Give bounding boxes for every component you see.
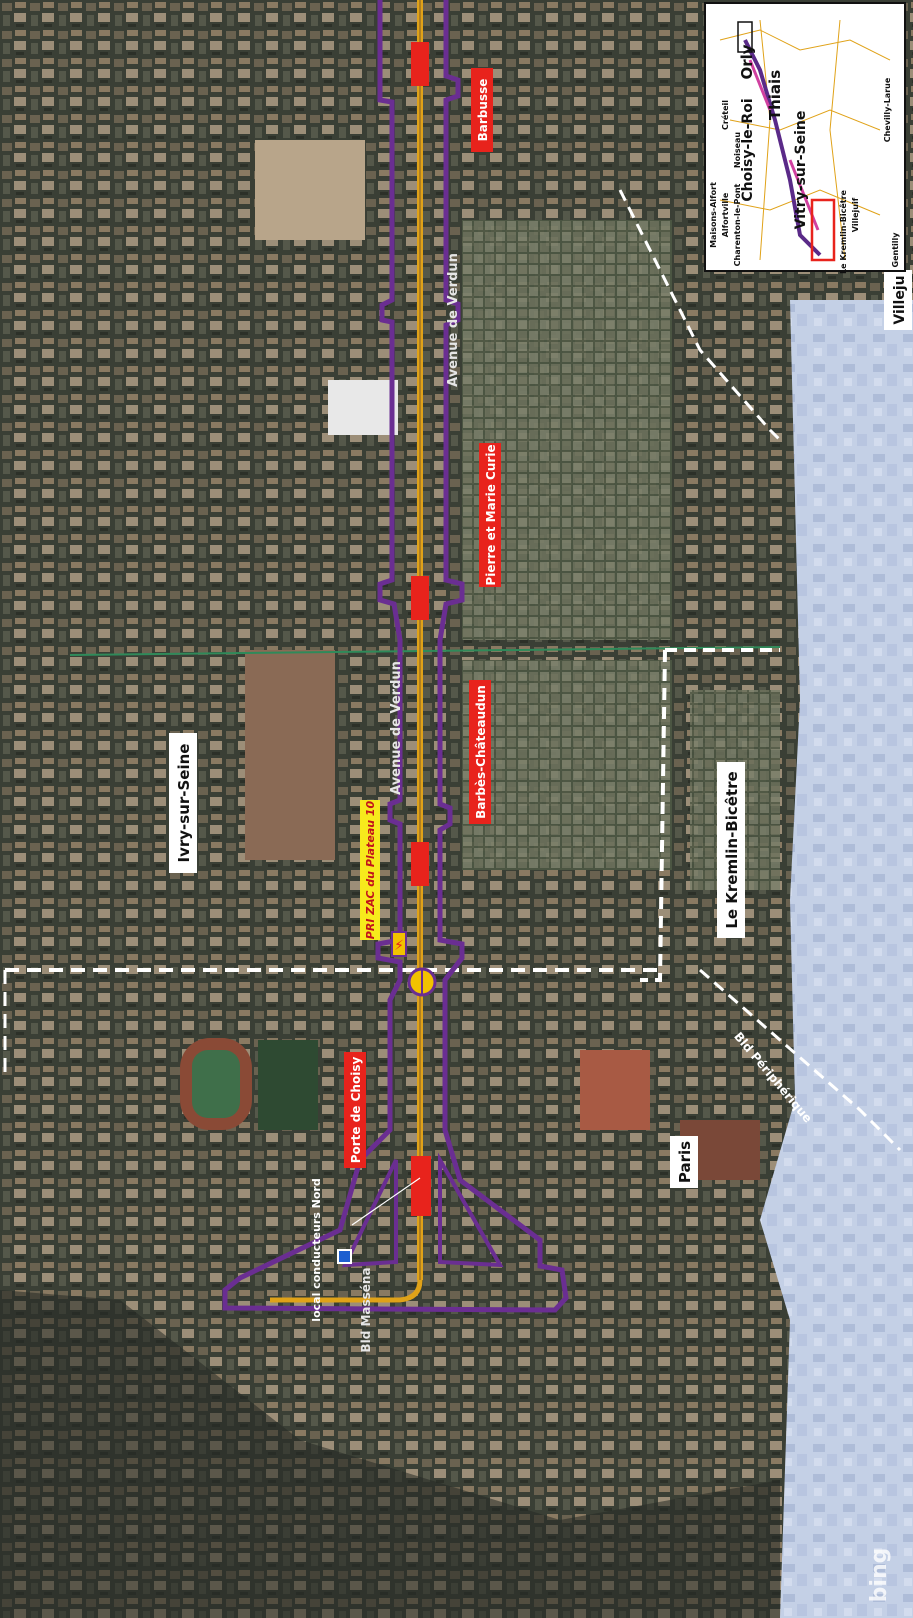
station-label-porte-choisy: Porte de Choisy: [349, 1057, 363, 1164]
commune-label-paris: Paris: [676, 1141, 694, 1183]
boundary-kremlin: [640, 648, 780, 982]
inset-route-highlight: [748, 59, 820, 231]
large-building-2: [328, 380, 398, 435]
inset-label-chevilly: Chevilly-Larue: [883, 77, 892, 142]
inset-label-vitry: Vitry-sur-Seine: [793, 111, 809, 230]
perimeter-triangle-right: [438, 1152, 504, 1268]
station-label-box-curie: [479, 443, 501, 587]
river-area: [760, 300, 913, 1618]
sports-field: [258, 1040, 318, 1130]
inset-label-kremlin: Le Kremlin-Bicêtre: [838, 189, 848, 273]
station-platform-curie: [411, 576, 429, 620]
street-label-verdun-south: Avenue de Verdun: [389, 661, 404, 795]
substation-icon: [391, 931, 407, 957]
station-label-barbes: Barbès-Châteaudun: [474, 685, 488, 819]
station-label-box-barbes: [469, 680, 491, 824]
lightning-icon: ⚡: [394, 938, 404, 954]
inset-label-orly: Orly: [738, 44, 756, 79]
factory-block: [245, 650, 335, 860]
red-roof-block-1: [580, 1050, 650, 1130]
commune-label-box-ivry: [169, 733, 197, 873]
commune-label-ivry: Ivry-sur-Seine: [175, 744, 193, 863]
commune-label-kremlin: Le Kremlin-Bicêtre: [723, 771, 741, 928]
stadium-field: [192, 1050, 240, 1118]
station-label-box-porte-choisy: [344, 1052, 366, 1168]
inset-label-alfortville: Alfortville: [721, 192, 730, 237]
street-label-verdun-north: Avenue de Verdun: [446, 253, 461, 387]
inset-label-charenton: Charenton-le-Pont: [733, 183, 742, 266]
inset-label-gentilly: Gentilly: [891, 232, 900, 268]
inset-label-maisons-alfort: Maisons-Alfort: [709, 182, 718, 248]
inset-label-noiseau: Noiseau: [733, 132, 742, 169]
depot-pointer: [351, 1177, 421, 1226]
local-conducteurs-label: local conducteurs Nord: [310, 1178, 323, 1321]
cemetery-block-south: [462, 660, 672, 870]
commune-label-box-villejuif: [884, 270, 912, 330]
station-platform-porte-choisy: [411, 1156, 431, 1216]
inset-label-thiais: Thiais: [766, 70, 784, 120]
inset-route: [743, 39, 822, 257]
inset-focus-box: [810, 198, 836, 262]
commune-label-box-kremlin: [717, 762, 745, 938]
bing-watermark: bing: [867, 1548, 892, 1603]
green-line: [69, 646, 781, 656]
station-platform-barbes: [411, 842, 429, 886]
inset-label-creteil: Créteil: [720, 100, 730, 130]
tram-line-turn: [270, 1279, 423, 1303]
boundary-north: [618, 189, 782, 442]
station-label-box-barbusse: [471, 68, 493, 152]
commune-label-villejuif: Villeju: [892, 275, 908, 324]
depot-marker-icon: [337, 1249, 352, 1264]
dark-area: [0, 1290, 780, 1618]
inset-label-choisy: Choisy-le-Roi: [740, 98, 756, 201]
inset-label-villejuif: Villejuif: [851, 197, 860, 232]
zac-label: PRI ZAC du Plateau 10: [364, 800, 377, 939]
street-label-massena: Bld Masséna: [359, 1267, 373, 1352]
inset-end-box: [737, 21, 753, 53]
boundary-east: [699, 968, 902, 1152]
project-perimeter: [222, 0, 569, 1313]
station-platform-barbusse: [411, 42, 429, 86]
station-label-barbusse: Barbusse: [476, 79, 490, 142]
zac-label-box: [360, 800, 380, 940]
large-building-1: [255, 140, 365, 240]
station-label-curie: Pierre et Marie Curie: [484, 444, 498, 585]
commune-label-box-paris: [670, 1136, 698, 1188]
inset-map: Orly Thiais Choisy-le-Roi Vitry-sur-Sein…: [704, 2, 906, 274]
